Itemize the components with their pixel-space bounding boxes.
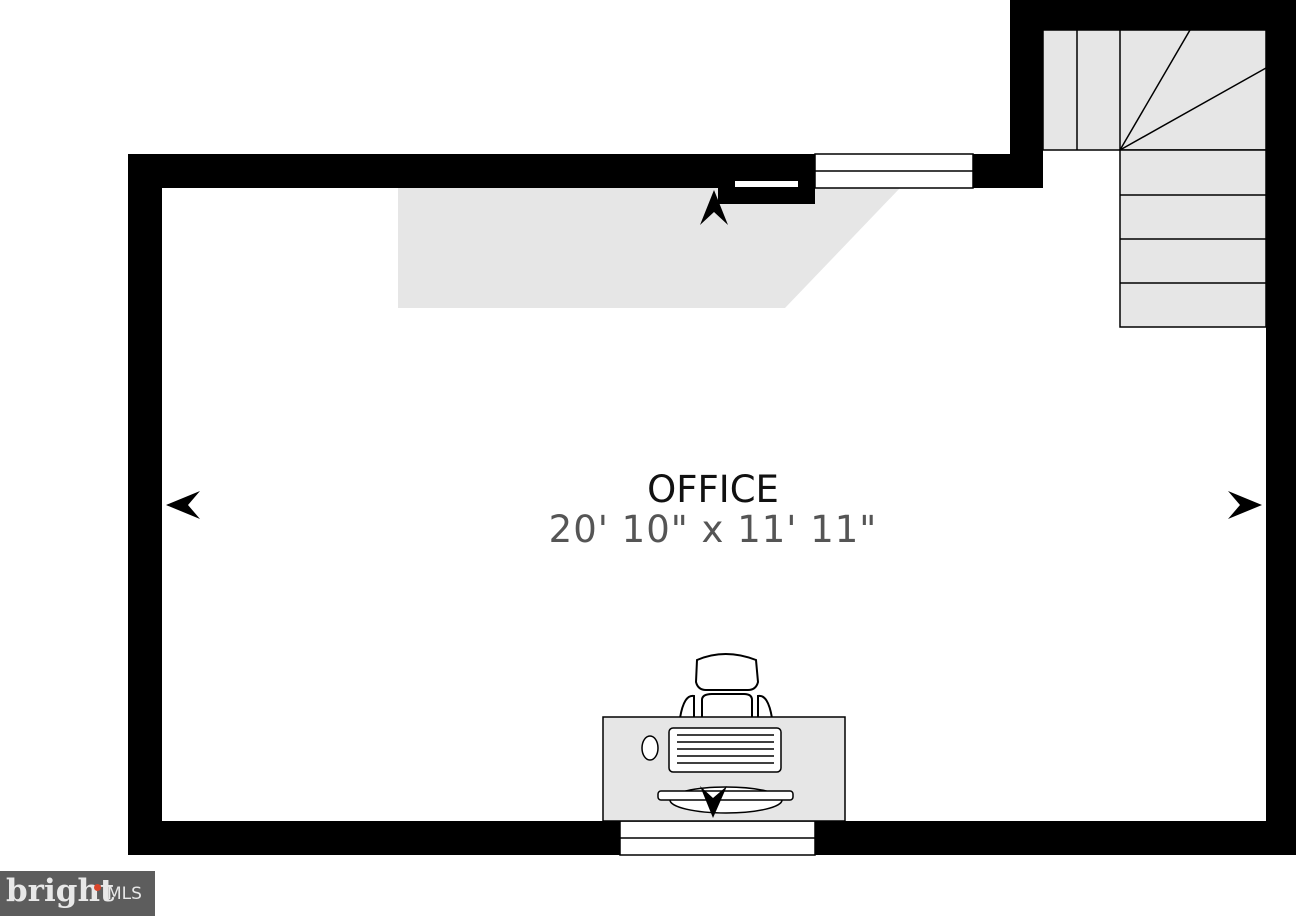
desk: [602, 716, 846, 822]
arrow-right-icon: [1228, 491, 1262, 519]
office-chair: [678, 653, 774, 719]
logo-dot-icon: [94, 884, 101, 891]
arrow-up-icon: [700, 190, 728, 225]
ceiling-slope-area: [398, 188, 900, 308]
wall-slot: [735, 181, 798, 187]
logo-brand: bright: [6, 873, 115, 909]
room-name: OFFICE: [647, 468, 779, 511]
window-top: [814, 153, 974, 189]
window-bottom: [619, 820, 816, 856]
staircase: [1042, 29, 1267, 328]
walls: [128, 0, 1296, 855]
bright-mls-logo: bright MLS: [0, 871, 155, 916]
arrow-left-icon: [166, 491, 200, 519]
logo-suffix: MLS: [107, 884, 142, 904]
arrow-down-icon: [700, 786, 727, 818]
room-dimensions: 20' 10" x 11' 11": [548, 508, 878, 551]
